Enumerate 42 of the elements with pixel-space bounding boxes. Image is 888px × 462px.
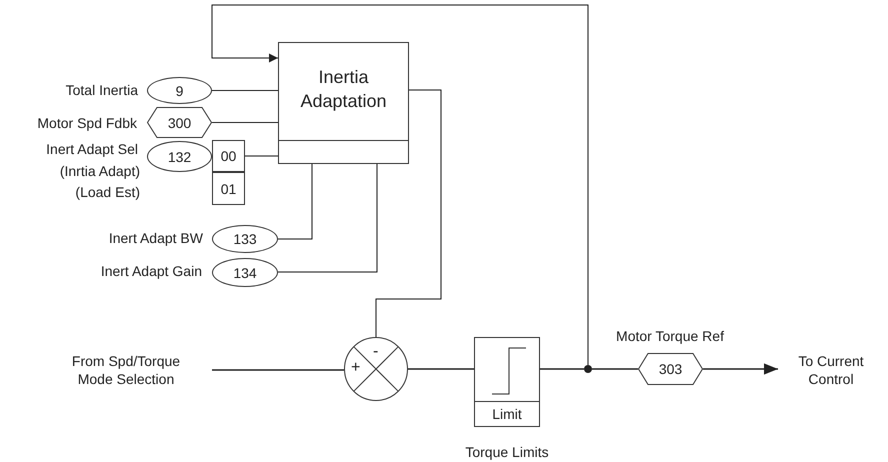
function-block	[278, 42, 409, 164]
parameter-name: (Inrtia Adapt)	[58, 163, 140, 179]
block-title: Inertia Adaptation	[299, 66, 388, 112]
parameter-number: 303	[658, 361, 682, 377]
signal-line	[212, 122, 278, 123]
signal-line	[278, 164, 312, 240]
parameter-hexagon	[147, 107, 212, 138]
sign-symbol: +	[351, 359, 360, 377]
parameter-number: 132	[168, 148, 192, 164]
signal-label: From Spd/Torque Mode Selection	[70, 352, 182, 388]
signal-line	[278, 164, 378, 272]
block-label: Limit	[492, 406, 522, 422]
parameter-hexagon	[638, 353, 703, 385]
signal-arrow	[703, 363, 778, 375]
signal-arrow	[212, 4, 588, 366]
parameter-name: Inert Adapt Sel	[45, 141, 138, 157]
parameter-number: 9	[176, 82, 184, 98]
parameter-ellipse	[147, 141, 212, 172]
parameter-name: Motor Spd Fdbk	[36, 115, 137, 131]
signal-line	[212, 369, 344, 371]
signal-line	[212, 90, 278, 91]
signal-line	[408, 368, 474, 370]
parameter-name: Motor Torque Ref	[615, 328, 725, 344]
signal-line	[376, 90, 442, 338]
selector-value: 01	[220, 180, 236, 196]
signal-label: To Current Control	[797, 352, 865, 388]
parameter-name: Inert Adapt Gain	[100, 263, 202, 279]
selector-cell	[212, 172, 245, 205]
parameter-number: 134	[233, 264, 257, 280]
selector-value: 00	[220, 148, 236, 164]
parameter-name: (Load Est)	[74, 184, 140, 200]
parameter-name: Torque Limits	[464, 444, 550, 460]
junction-dot	[584, 365, 592, 373]
sign-symbol: -	[373, 343, 378, 361]
signal-line	[592, 368, 638, 370]
parameter-number: 133	[233, 231, 257, 247]
selector-cell	[212, 140, 245, 172]
parameter-name: Inert Adapt BW	[108, 230, 203, 246]
limiter-block	[474, 337, 540, 427]
parameter-name: Total Inertia	[64, 82, 138, 98]
signal-line	[540, 368, 584, 370]
parameter-number: 300	[168, 114, 192, 130]
